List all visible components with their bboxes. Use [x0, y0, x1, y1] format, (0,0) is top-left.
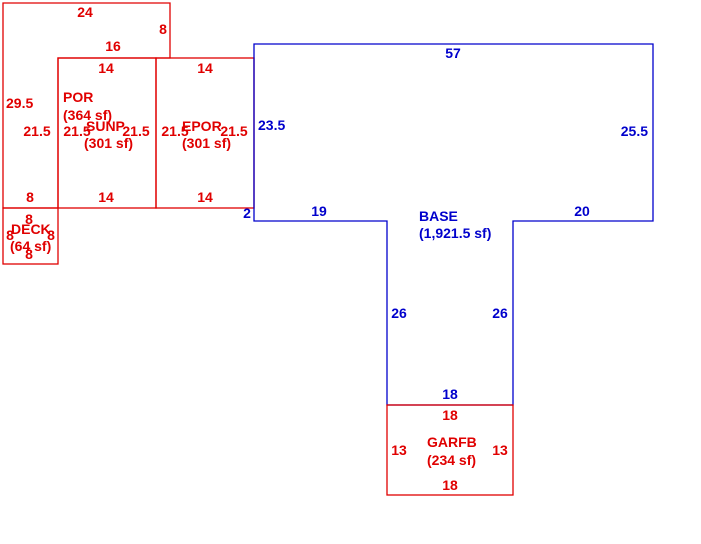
- deck-name: DECK: [11, 221, 51, 237]
- por-dim-right: 8: [159, 21, 167, 37]
- area-por[interactable]: 24 8 16 29.5 21.5 8 POR (364 sf): [2, 2, 171, 209]
- base-area: (1,921.5 sf): [419, 225, 491, 241]
- garfb-dim-right: 13: [492, 442, 508, 458]
- deck-dim-left: 8: [6, 227, 14, 243]
- area-sunp[interactable]: 14 21.5 21.5 14 SUNP (301 sf): [57, 57, 157, 209]
- base-dim-stem-right: 26: [492, 305, 508, 321]
- por-dim-bottom: 8: [26, 189, 34, 205]
- base-dim-step: 2: [243, 205, 251, 221]
- deck-outline: [2, 207, 59, 265]
- deck-dim-top: 8: [25, 211, 33, 227]
- sunp-dim-left: 21.5: [63, 123, 90, 139]
- garfb-dim-bottom: 18: [442, 477, 458, 493]
- por-dim-inner-left: 21.5: [23, 123, 50, 139]
- area-epor[interactable]: 14 21.5 21.5 14 EPOR (301 sf): [155, 57, 255, 209]
- deck-dim-right: 8: [47, 227, 55, 243]
- area-garfb[interactable]: 18 13 13 18 GARFB (234 sf): [386, 404, 514, 496]
- epor-dim-bottom: 14: [197, 189, 213, 205]
- sunp-area: (301 sf): [84, 135, 133, 151]
- garfb-dim-top: 18: [442, 407, 458, 423]
- base-dim-right: 25.5: [621, 123, 648, 139]
- base-dim-stem-left: 26: [391, 305, 407, 321]
- base-name: BASE: [419, 208, 458, 224]
- epor-dim-left: 21.5: [161, 123, 188, 139]
- area-deck[interactable]: 8 8 8 8 DECK (64 sf): [2, 207, 59, 265]
- por-dim-left: 29.5: [6, 95, 33, 111]
- deck-dim-bottom: 8: [25, 246, 33, 262]
- por-name: POR: [63, 89, 93, 105]
- garfb-area: (234 sf): [427, 452, 476, 468]
- sunp-name: SUNP: [86, 118, 125, 134]
- sunp-dim-bottom: 14: [98, 189, 114, 205]
- base-dim-bottom-left: 19: [311, 203, 327, 219]
- garfb-name: GARFB: [427, 434, 477, 450]
- sunp-dim-right: 21.5: [122, 123, 149, 139]
- base-dim-bottom-right: 20: [574, 203, 590, 219]
- sunp-dim-top: 14: [98, 60, 114, 76]
- por-dim-top: 24: [77, 4, 93, 20]
- por-dim-inner-top: 16: [105, 38, 121, 54]
- area-base[interactable]: 57 23.5 25.5 2 19 20 26 26 18 BASE (1,92…: [243, 43, 654, 406]
- deck-area: (64 sf): [10, 238, 51, 254]
- epor-name: EPOR: [182, 118, 222, 134]
- epor-dim-right: 21.5: [220, 123, 247, 139]
- epor-area: (301 sf): [182, 135, 231, 151]
- por-area: (364 sf): [63, 107, 112, 123]
- garfb-dim-left: 13: [391, 442, 407, 458]
- garfb-outline: [386, 404, 514, 496]
- base-dim-top: 57: [445, 45, 461, 61]
- epor-dim-top: 14: [197, 60, 213, 76]
- base-dim-stem-bottom: 18: [442, 386, 458, 402]
- base-dim-left: 23.5: [258, 117, 285, 133]
